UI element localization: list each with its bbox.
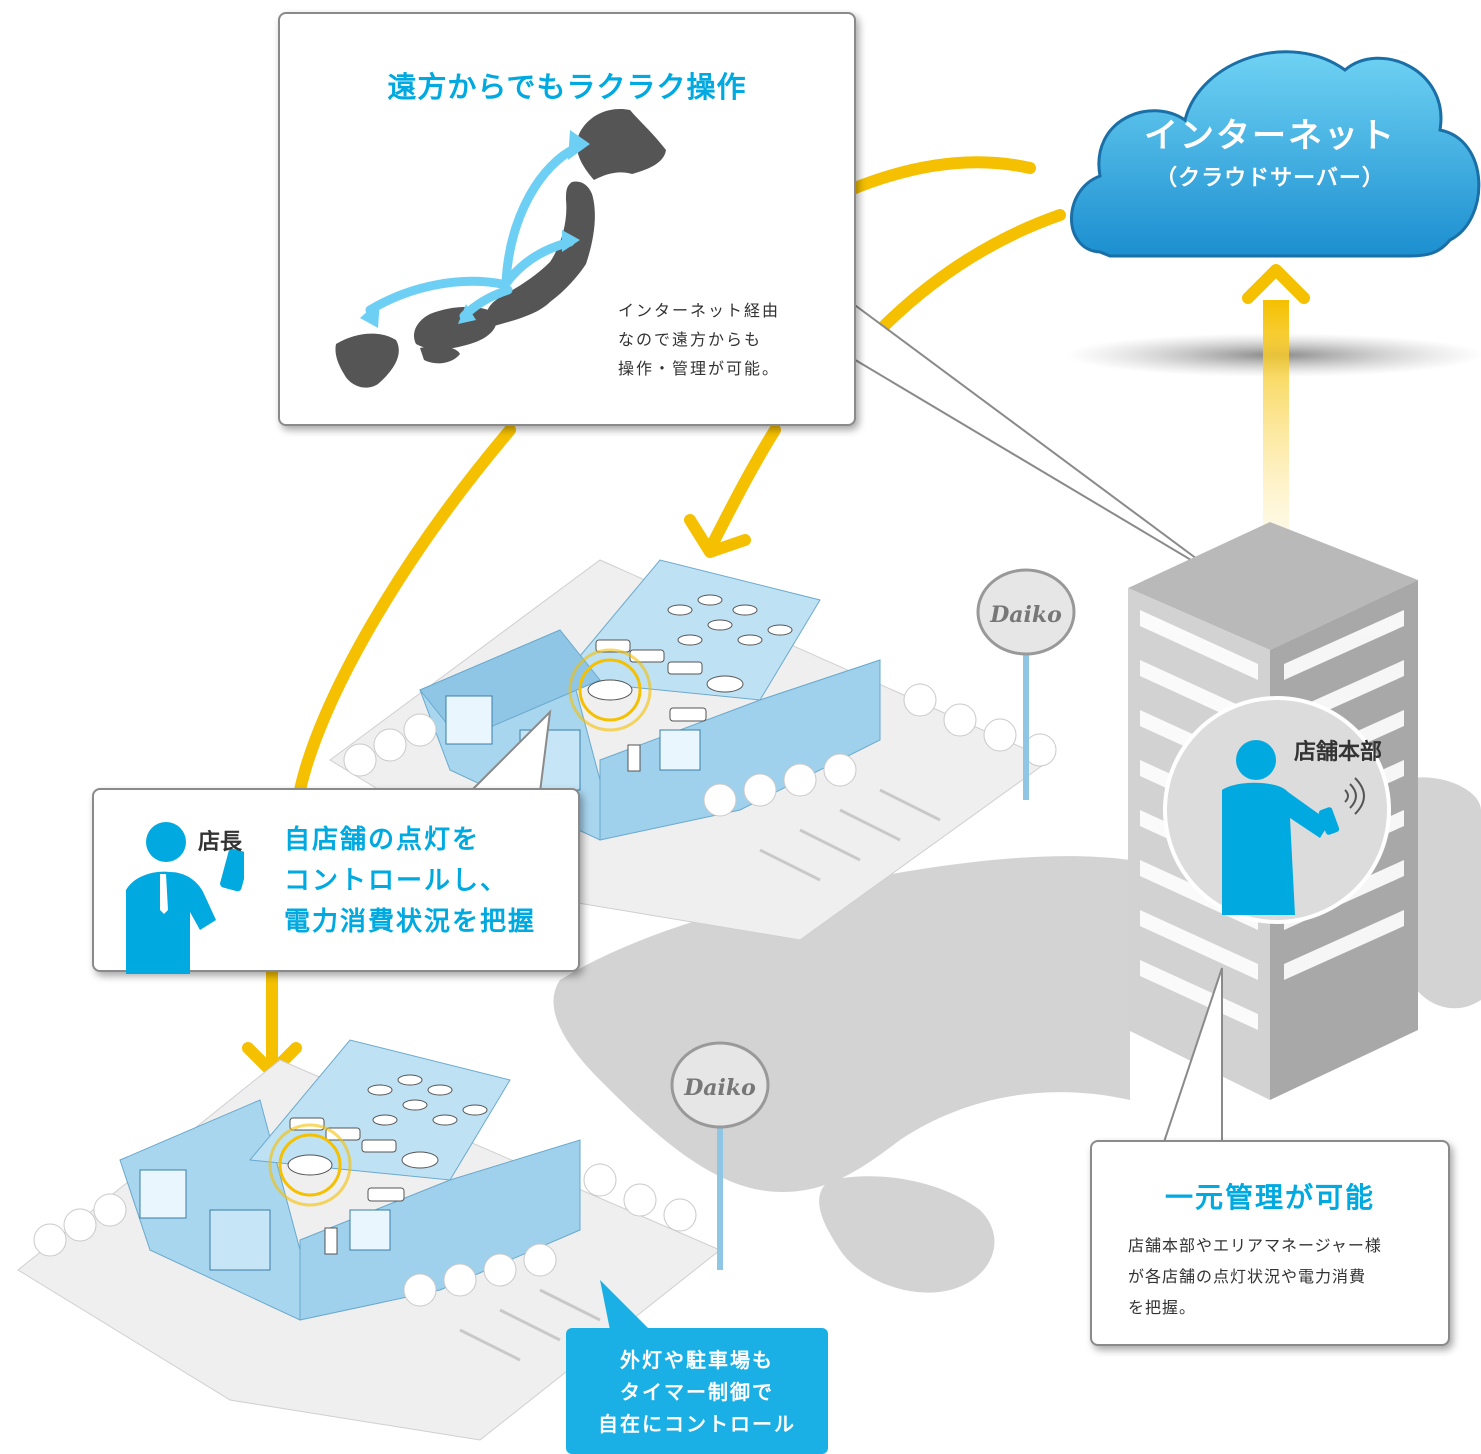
outdoor-light-callout: 外灯や駐車場も タイマー制御で 自在にコントロール: [566, 1328, 828, 1454]
remote-operation-title: 遠方からでもラクラク操作: [387, 70, 747, 104]
central-management-callout: 一元管理が可能 店舗本部やエリアマネージャー様 が各店舗の点灯状況や電力消費 を…: [1090, 1140, 1450, 1346]
manager-text-line: 電力消費状況を把握: [284, 907, 537, 937]
hq-desc-line: を把握。: [1128, 1298, 1197, 1317]
central-management-description: 店舗本部やエリアマネージャー様 が各店舗の点灯状況や電力消費 を把握。: [1128, 1230, 1428, 1323]
remote-operation-description: インターネット経由 なので遠方からも 操作・管理が可能。: [618, 296, 818, 383]
cloud-title: インターネット: [1144, 116, 1396, 156]
manager-text-line: コントロールし、: [284, 866, 509, 896]
outdoor-text-line: 自在にコントロール: [598, 1412, 796, 1436]
up-arrow-head: [1242, 264, 1310, 304]
signal-icon: [1344, 777, 1365, 815]
manager-text-line: 自店舗の点灯を: [284, 825, 481, 855]
store-sign-1: Daiko: [989, 602, 1062, 628]
outdoor-text-line: タイマー制御で: [620, 1380, 774, 1404]
store-building-2: Daiko: [17, 1039, 770, 1441]
cloud-icon: [1070, 50, 1481, 258]
store-manager-role: 店長: [198, 830, 243, 855]
remote-desc-line: 操作・管理が可能。: [618, 359, 781, 378]
store-manager-callout: 店長 自店舗の点灯を コントロールし、 電力消費状況を把握: [92, 788, 580, 974]
store-manager-icon: [126, 822, 244, 974]
hq-desc-line: が各店舗の点灯状況や電力消費: [1128, 1267, 1367, 1286]
central-management-title: 一元管理が可能: [1164, 1181, 1375, 1214]
outdoor-text-line: 外灯や駐車場も: [620, 1348, 774, 1372]
hq-desc-line: 店舗本部やエリアマネージャー様: [1128, 1236, 1382, 1255]
store-manager-text: 自店舗の点灯を コントロールし、 電力消費状況を把握: [284, 820, 574, 943]
remote-desc-line: なので遠方からも: [618, 330, 763, 349]
hq-label: 店舗本部: [1294, 740, 1383, 765]
hq-person-icon: [1222, 740, 1340, 915]
japan-map-icon: [335, 108, 666, 388]
cloud-subtitle: （クラウドサーバー）: [1155, 166, 1385, 191]
connection-arcs: [265, 156, 1066, 1066]
remote-desc-line: インターネット経由: [618, 301, 781, 320]
outdoor-box-tail: [600, 1280, 650, 1330]
remote-operation-callout: 遠方からでもラクラク操作 インターネット経由 なので遠方からも 操作・管理が可能…: [278, 12, 856, 426]
store-sign-2: Daiko: [683, 1075, 756, 1101]
up-arrow-shaft: [1263, 300, 1289, 550]
